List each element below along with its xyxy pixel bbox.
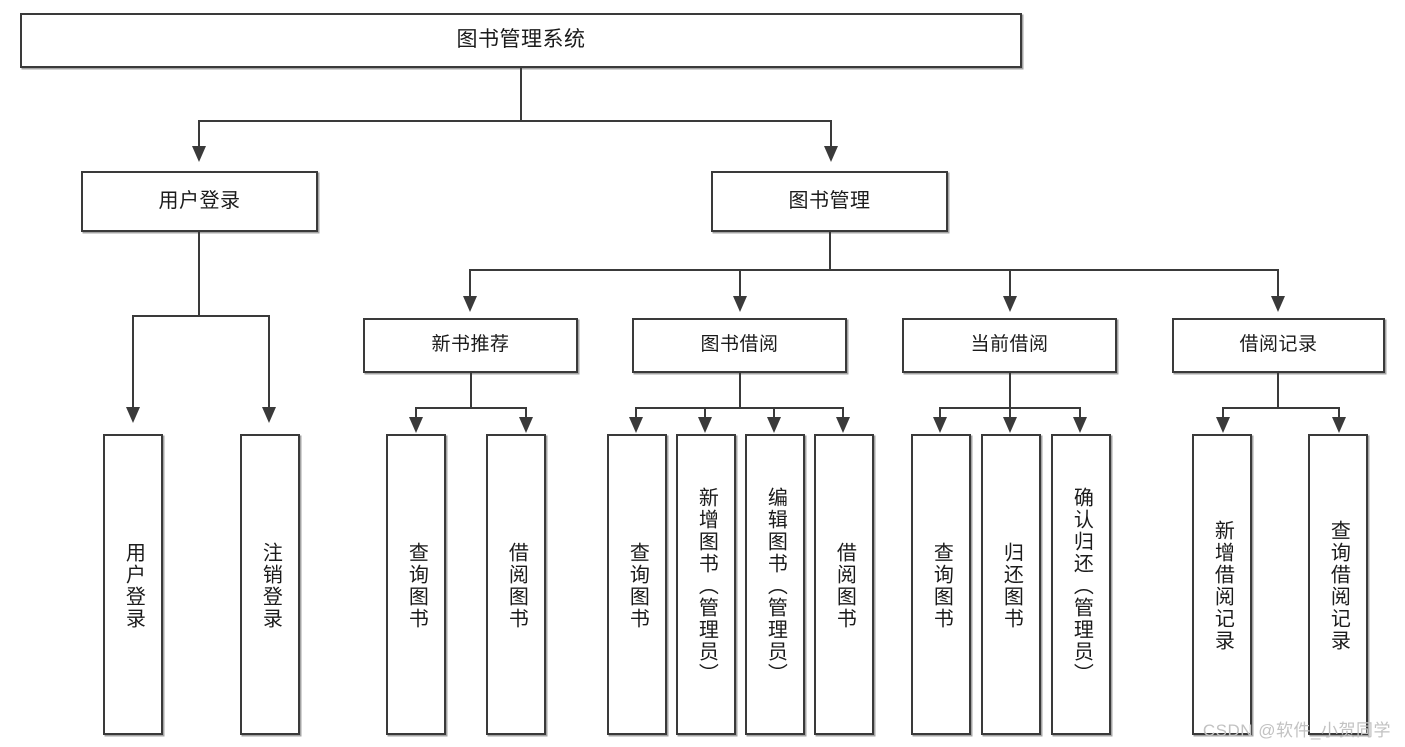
connector-user-login-drop-1 bbox=[132, 315, 134, 409]
node-label: 图书管理 bbox=[788, 189, 871, 212]
connector-user-login-bus bbox=[132, 315, 268, 317]
leaf-query-book-current[interactable]: 查询图书 bbox=[911, 434, 971, 735]
connector-bookborrow-drop-4 bbox=[842, 407, 844, 419]
connector-book-manage-drop-3 bbox=[1009, 269, 1011, 298]
node-label: 编辑图书（管理员） bbox=[764, 486, 787, 685]
connector-bookborrow-bus bbox=[635, 407, 844, 409]
node-label: 用户登录 bbox=[158, 189, 241, 212]
arrow-to-user-login bbox=[192, 146, 206, 162]
node-label: 用户登录 bbox=[122, 541, 145, 630]
arrow-to-leaf-add-record bbox=[1216, 417, 1230, 433]
connector-book-manage-drop-2 bbox=[739, 269, 741, 298]
node-label: 归还图书 bbox=[1000, 541, 1023, 630]
connector-newbook-drop-2 bbox=[525, 407, 527, 419]
node-label: 新增借阅记录 bbox=[1211, 519, 1234, 652]
leaf-query-book-borrow[interactable]: 查询图书 bbox=[607, 434, 667, 735]
arrow-to-leaf-query-book-3 bbox=[933, 417, 947, 433]
leaf-add-borrow-record[interactable]: 新增借阅记录 bbox=[1192, 434, 1252, 735]
connector-currentborrow-drop-1 bbox=[939, 407, 941, 419]
node-root-system[interactable]: 图书管理系统 bbox=[20, 13, 1022, 68]
connector-currentborrow-drop-2 bbox=[1009, 407, 1011, 419]
arrow-to-leaf-query-book-2 bbox=[629, 417, 643, 433]
connector-root-stem bbox=[520, 68, 522, 121]
connector-bookborrow-drop-1 bbox=[635, 407, 637, 419]
node-label: 注销登录 bbox=[259, 541, 282, 630]
node-label: 查询借阅记录 bbox=[1327, 519, 1350, 652]
leaf-return-book[interactable]: 归还图书 bbox=[981, 434, 1041, 735]
node-borrow-record[interactable]: 借阅记录 bbox=[1172, 318, 1385, 373]
leaf-query-book-recommend[interactable]: 查询图书 bbox=[386, 434, 446, 735]
watermark: CSDN @软件_小贺同学 bbox=[1202, 721, 1391, 740]
leaf-borrow-book[interactable]: 借阅图书 bbox=[814, 434, 874, 735]
connector-bookborrow-drop-2 bbox=[704, 407, 706, 419]
connector-borrowrecord-drop-2 bbox=[1338, 407, 1340, 419]
node-label: 查询图书 bbox=[930, 541, 953, 630]
leaf-add-book-admin[interactable]: 新增图书（管理员） bbox=[676, 434, 736, 735]
connector-book-manage-drop-4 bbox=[1277, 269, 1279, 298]
connector-currentborrow-stem bbox=[1009, 373, 1011, 409]
node-label: 新书推荐 bbox=[431, 334, 510, 356]
connector-borrowrecord-drop-1 bbox=[1222, 407, 1224, 419]
arrow-to-leaf-borrow-book-2 bbox=[836, 417, 850, 433]
node-label: 借阅图书 bbox=[833, 541, 856, 630]
leaf-edit-book-admin[interactable]: 编辑图书（管理员） bbox=[745, 434, 805, 735]
connector-root-bus bbox=[198, 120, 832, 122]
leaf-logout[interactable]: 注销登录 bbox=[240, 434, 300, 735]
leaf-user-login[interactable]: 用户登录 bbox=[103, 434, 163, 735]
arrow-to-leaf-confirm-return bbox=[1073, 417, 1087, 433]
connector-root-drop-right bbox=[830, 120, 832, 148]
leaf-query-borrow-record[interactable]: 查询借阅记录 bbox=[1308, 434, 1368, 735]
connector-newbook-bus bbox=[415, 407, 525, 409]
node-label: 当前借阅 bbox=[970, 334, 1049, 356]
node-book-management[interactable]: 图书管理 bbox=[711, 171, 948, 232]
connector-book-manage-stem bbox=[829, 232, 831, 271]
arrow-to-leaf-query-record bbox=[1332, 417, 1346, 433]
arrow-to-leaf-logout bbox=[262, 407, 276, 423]
node-label: 图书管理系统 bbox=[456, 28, 586, 52]
arrow-to-leaf-query-book-1 bbox=[409, 417, 423, 433]
leaf-borrow-book-recommend[interactable]: 借阅图书 bbox=[486, 434, 546, 735]
arrow-to-leaf-edit-book bbox=[767, 417, 781, 433]
node-current-borrow[interactable]: 当前借阅 bbox=[902, 318, 1117, 373]
connector-borrowrecord-stem bbox=[1277, 373, 1279, 409]
arrow-to-book-manage bbox=[824, 146, 838, 162]
connector-book-manage-drop-1 bbox=[469, 269, 471, 298]
node-label: 借阅图书 bbox=[505, 541, 528, 630]
arrow-to-book-borrow bbox=[733, 296, 747, 312]
connector-newbook-drop-1 bbox=[415, 407, 417, 419]
connector-user-login-drop-2 bbox=[268, 315, 270, 409]
connector-borrowrecord-bus bbox=[1222, 407, 1340, 409]
node-book-borrow[interactable]: 图书借阅 bbox=[632, 318, 847, 373]
arrow-to-leaf-user-login bbox=[126, 407, 140, 423]
node-label: 查询图书 bbox=[405, 541, 428, 630]
node-label: 借阅记录 bbox=[1239, 334, 1318, 356]
connector-root-drop-left bbox=[198, 120, 200, 148]
connector-bookborrow-stem bbox=[739, 373, 741, 409]
arrow-to-current-borrow bbox=[1003, 296, 1017, 312]
connector-newbook-stem bbox=[470, 373, 472, 409]
node-label: 确认归还（管理员） bbox=[1070, 486, 1093, 685]
arrow-to-leaf-return-book bbox=[1003, 417, 1017, 433]
arrow-to-leaf-borrow-book-1 bbox=[519, 417, 533, 433]
node-new-book-recommend[interactable]: 新书推荐 bbox=[363, 318, 578, 373]
leaf-confirm-return-admin[interactable]: 确认归还（管理员） bbox=[1051, 434, 1111, 735]
arrow-to-borrow-record bbox=[1271, 296, 1285, 312]
connector-currentborrow-drop-3 bbox=[1079, 407, 1081, 419]
arrow-to-new-book-recommend bbox=[463, 296, 477, 312]
arrow-to-leaf-add-book bbox=[698, 417, 712, 433]
node-label: 图书借阅 bbox=[700, 334, 779, 356]
node-user-login[interactable]: 用户登录 bbox=[81, 171, 318, 232]
connector-book-manage-bus bbox=[469, 269, 1278, 271]
connector-user-login-stem bbox=[198, 232, 200, 316]
connector-bookborrow-drop-3 bbox=[773, 407, 775, 419]
node-label: 查询图书 bbox=[626, 541, 649, 630]
node-label: 新增图书（管理员） bbox=[695, 486, 718, 685]
